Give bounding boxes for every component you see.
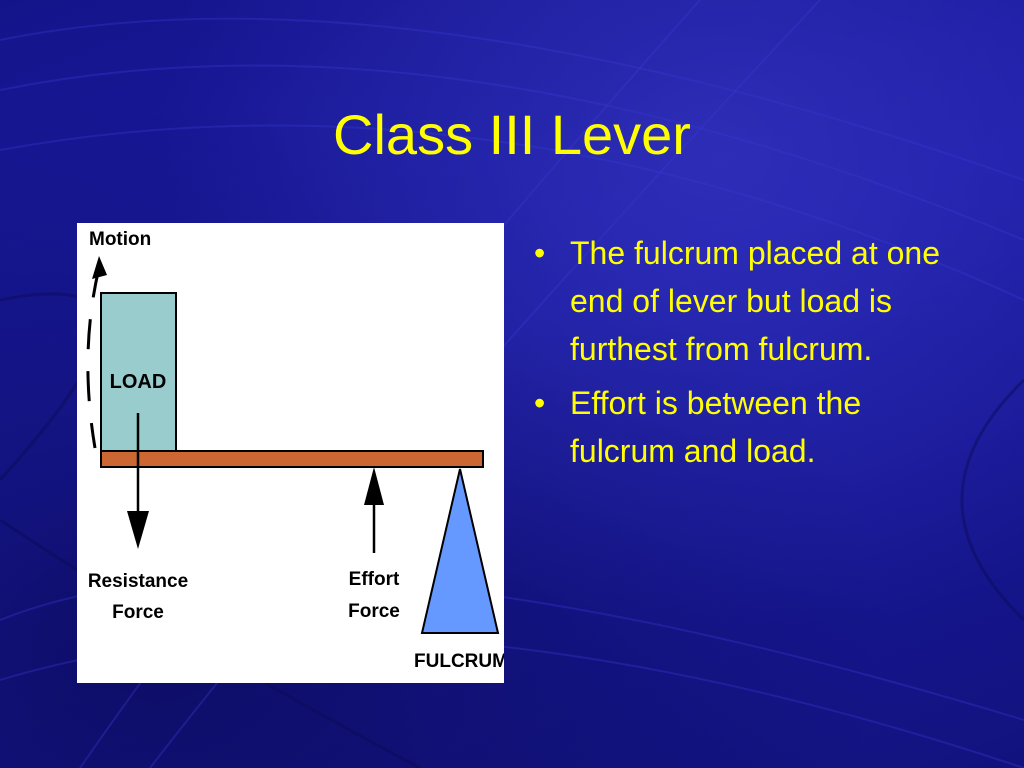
bullet-list: • The fulcrum placed at one end of lever… [530, 229, 950, 481]
resistance-label-line1: Resistance [88, 571, 188, 592]
resistance-label-line2: Force [112, 602, 164, 623]
fulcrum-label: FULCRUM [414, 651, 504, 672]
fulcrum-triangle [420, 468, 500, 634]
effort-label-line2: Force [348, 601, 400, 622]
effort-arrow-up-icon [364, 467, 384, 505]
motion-arrowhead-icon [92, 256, 107, 279]
bullet-dot-icon: • [534, 235, 546, 271]
load-label: LOAD [110, 371, 167, 393]
bullet-item: • Effort is between the fulcrum and load… [530, 379, 950, 475]
slide-title: Class III Lever [333, 103, 691, 166]
lever-diagram-svg: Motion LOAD Resistance Force Effort Forc… [86, 229, 504, 672]
lever-diagram: Motion LOAD Resistance Force Effort Forc… [77, 223, 504, 683]
lever-bar [100, 450, 484, 468]
bullet-dot-icon: • [534, 385, 546, 421]
bullet-item: • The fulcrum placed at one end of lever… [530, 229, 950, 373]
motion-arc [86, 267, 101, 449]
motion-label: Motion [89, 229, 151, 250]
bullet-text: The fulcrum placed at one end of lever b… [570, 235, 940, 367]
bullet-text: Effort is between the fulcrum and load. [570, 385, 862, 469]
effort-label-line1: Effort [349, 569, 400, 590]
resistance-arrow-down-icon [127, 511, 149, 549]
